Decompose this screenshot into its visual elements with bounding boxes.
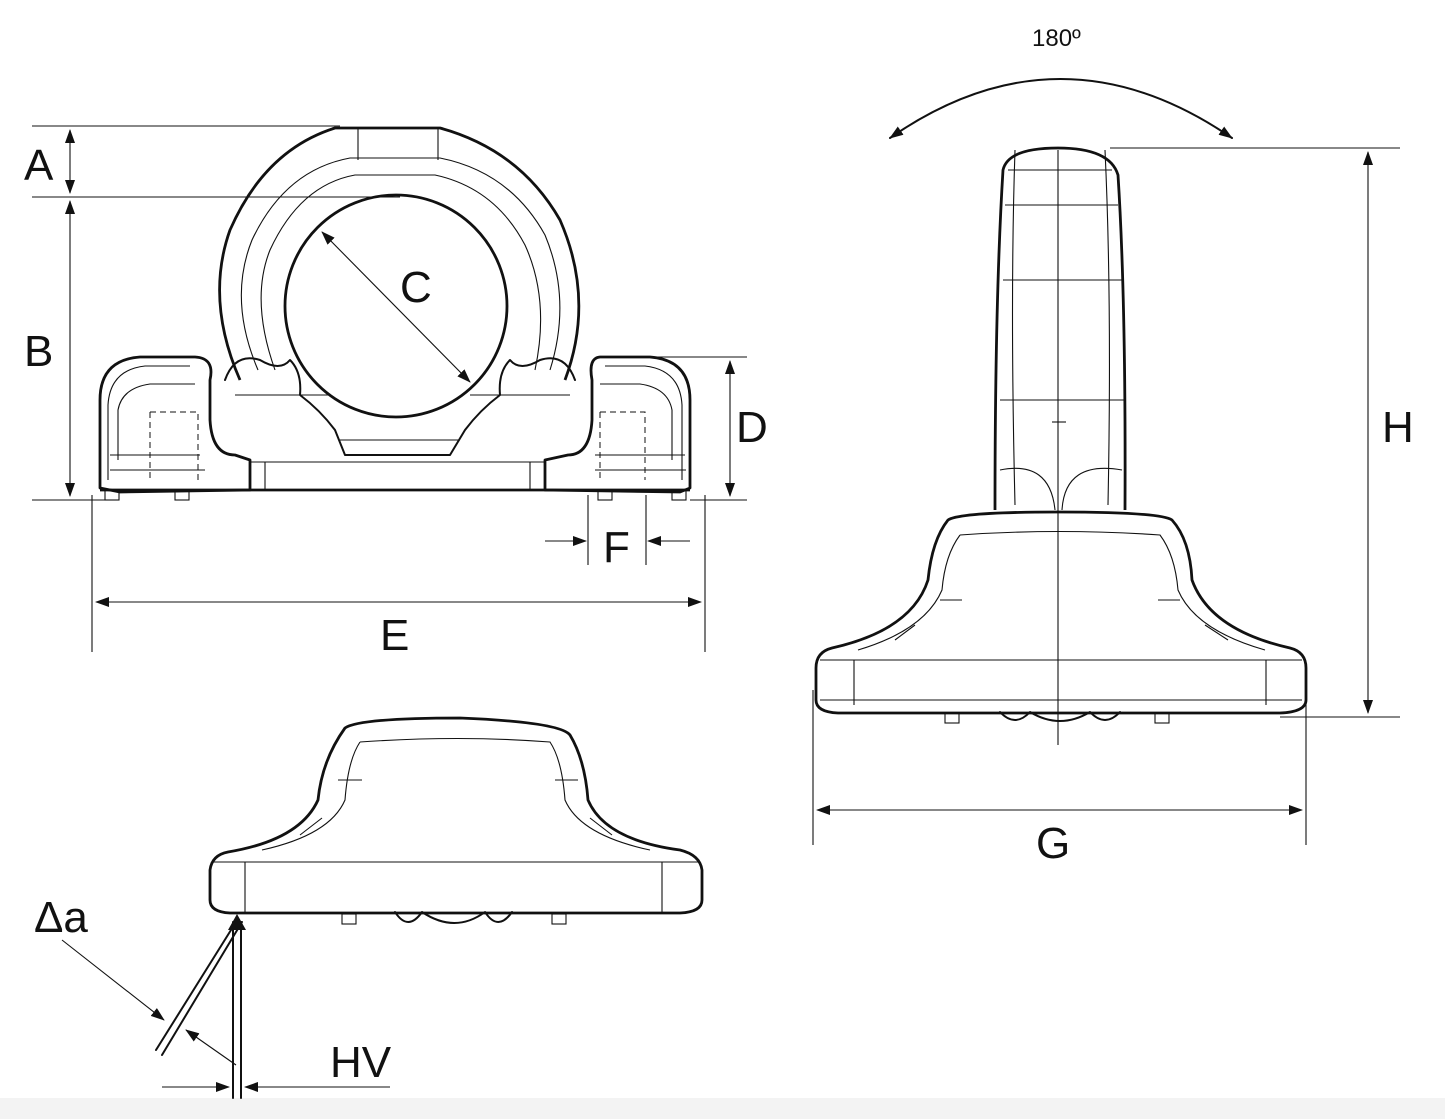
- label-h: H: [1382, 403, 1414, 452]
- side-view: [812, 78, 1400, 845]
- label-rotation: 180º: [1032, 25, 1081, 52]
- label-b: B: [24, 327, 53, 376]
- label-hv: HV: [330, 1038, 392, 1087]
- front-view: [98, 126, 692, 501]
- front-dimensions: [32, 125, 747, 652]
- label-delta-a: Δa: [34, 893, 88, 942]
- label-a: A: [24, 141, 54, 190]
- label-e: E: [380, 611, 409, 660]
- label-d: D: [736, 403, 768, 452]
- label-f: F: [603, 523, 630, 572]
- tilt-view: [61, 716, 704, 1099]
- label-c: C: [400, 263, 432, 312]
- bottom-strip: [0, 1098, 1445, 1119]
- label-g: G: [1036, 819, 1070, 868]
